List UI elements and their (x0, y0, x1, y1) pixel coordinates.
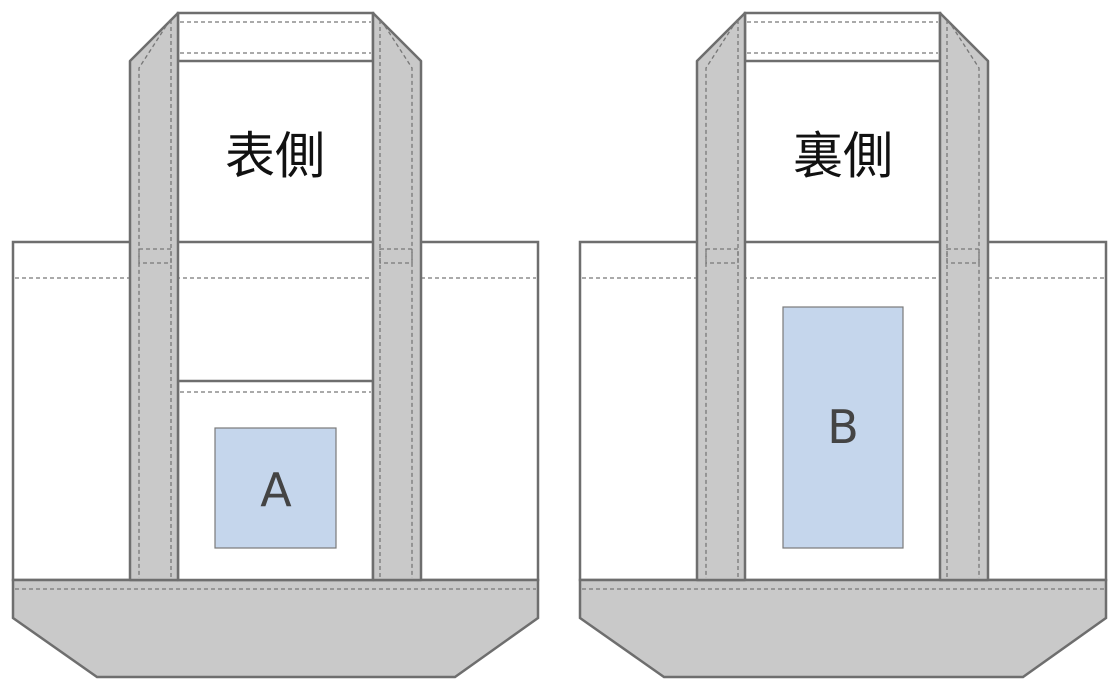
front-left-strap (128, 11, 180, 582)
back-left-strap (695, 11, 747, 582)
front-left-strap-tack (138, 248, 172, 264)
print-area-a-label: A (260, 463, 292, 517)
print-area-a (214, 427, 337, 549)
front-right-strap-stitch-outer (380, 19, 413, 578)
front-bag: A 表側 (11, 11, 540, 679)
front-right-strap (371, 11, 423, 582)
back-right-strap-stitch-outer (947, 19, 980, 578)
print-area-b-label: B (827, 400, 859, 454)
back-handle-top-band (743, 11, 942, 63)
back-left-strap-stitch-outer (705, 19, 738, 578)
print-area-b (782, 306, 904, 549)
back-side-label: 裏側 (793, 127, 893, 185)
back-left-strap-tack (705, 248, 739, 264)
front-bottom-gusset (11, 578, 540, 679)
back-bag: B 裏側 (578, 11, 1108, 679)
front-left-strap-stitch-outer (138, 19, 171, 578)
back-right-strap (938, 11, 990, 582)
back-right-strap-tack (946, 248, 980, 264)
front-right-strap-tack (379, 248, 413, 264)
front-side-label: 表側 (225, 127, 325, 185)
front-handle-top-band (176, 11, 375, 63)
back-bottom-gusset (578, 578, 1108, 679)
